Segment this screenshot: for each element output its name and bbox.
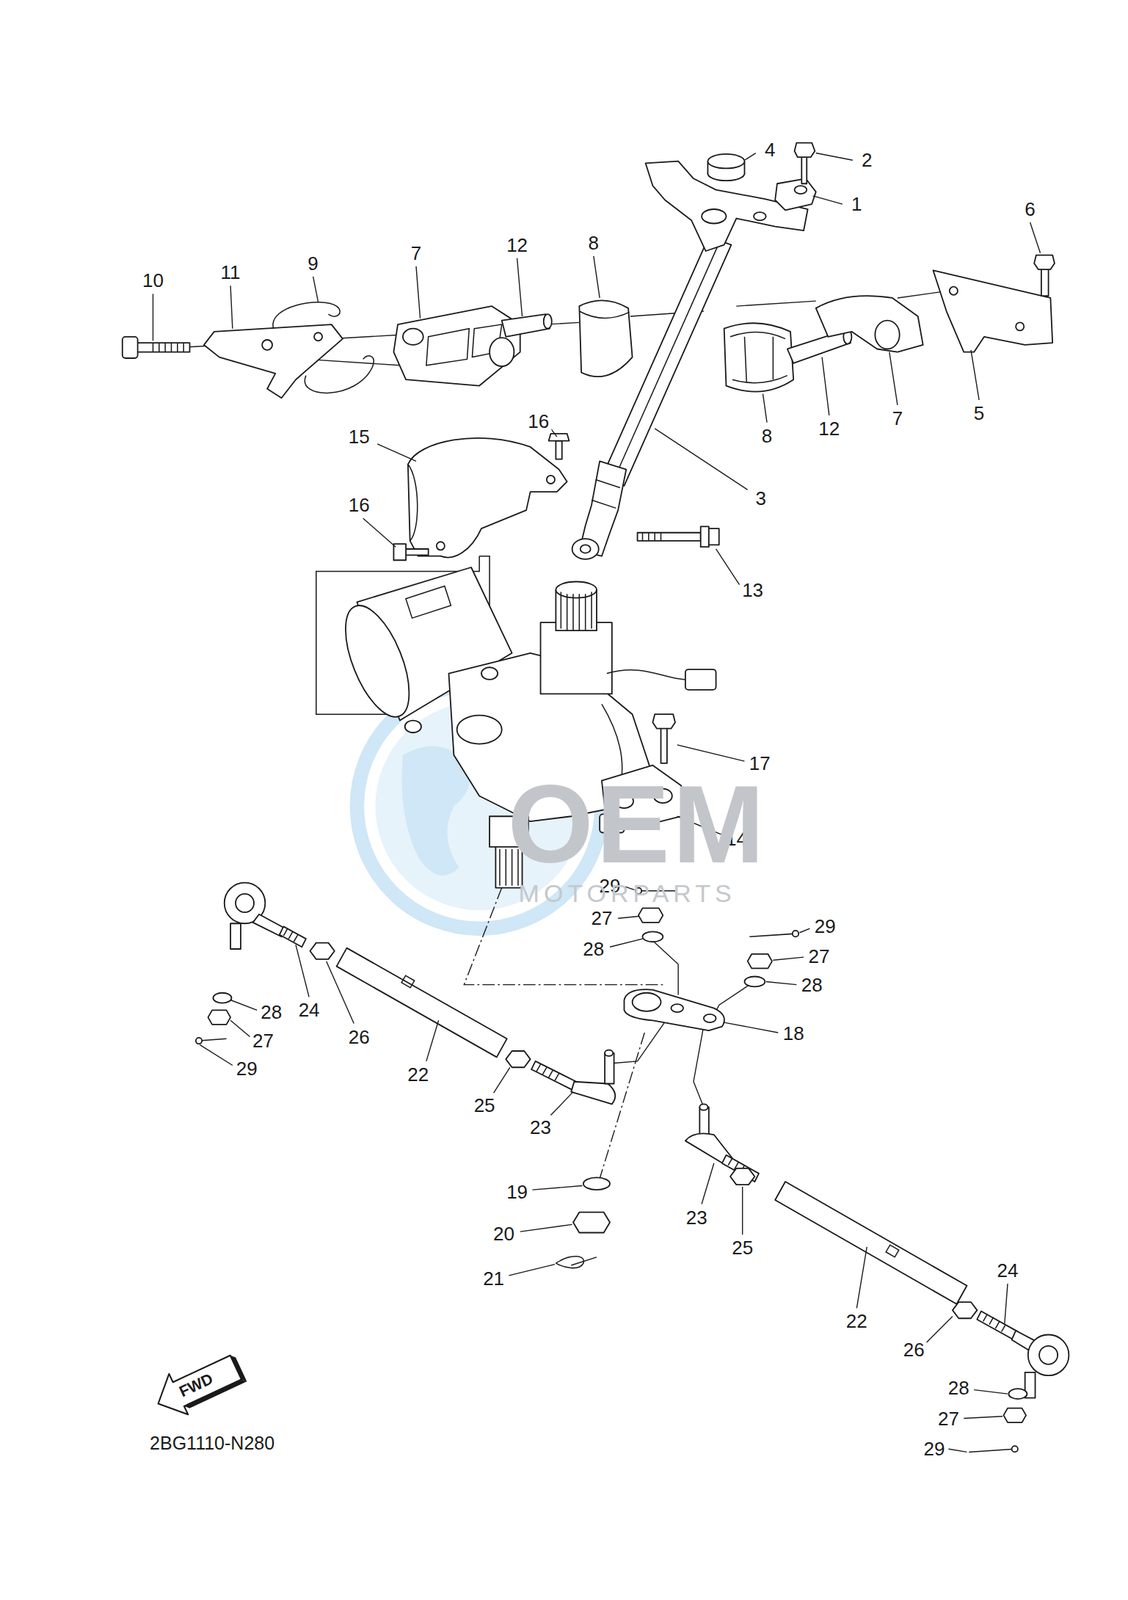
watermark-text: MOTORPARTS [518,879,737,908]
callout-number: 1 [849,193,864,216]
callout-number: 13 [739,579,766,601]
callout-number: 29 [921,1438,948,1460]
callout-number: 4 [762,139,778,161]
diagram-code: 2BG1110-N280 [147,1434,277,1455]
callout-number: 2 [859,149,875,171]
callout-number: 27 [935,1407,962,1429]
callout-number: 11 [218,262,243,284]
callout-number: 28 [945,1377,972,1399]
callout-number: 12 [504,234,530,256]
callout-number: 27 [588,907,615,930]
callout-number: 7 [890,408,905,430]
callout-number: 21 [480,1268,507,1290]
callout-number: 24 [995,1260,1021,1282]
callout-number: 16 [525,410,552,433]
callout-number: 29 [812,915,839,938]
steering-column [572,161,809,560]
leader-lines [152,153,1040,1453]
callout-number: 26 [901,1339,927,1361]
right-clamp-group [724,255,1055,392]
callout-number: 5 [971,402,987,425]
callout-number: 8 [759,424,775,447]
callout-number: 25 [471,1094,498,1116]
callout-number: 6 [1022,198,1037,221]
callout-number: 28 [580,938,607,960]
pitman-arm [555,888,799,1269]
callout-number: 20 [490,1223,517,1245]
callout-number: 26 [346,1025,373,1048]
assembly-lines [188,290,1046,1179]
callout-number: 15 [346,426,373,448]
callout-number: 29 [234,1057,260,1079]
callout-number: 22 [843,1310,870,1333]
callout-number: 28 [258,1001,285,1024]
callout-number: 19 [504,1181,530,1203]
callout-number: 27 [250,1030,276,1052]
callout-number: 10 [140,270,166,292]
callout-number: 24 [296,999,323,1021]
callout-number: 12 [816,418,842,440]
forward-arrow [148,1345,250,1424]
callout-number: 23 [527,1116,554,1139]
callout-number: 23 [683,1206,710,1228]
callout-number: 3 [752,487,768,509]
callout-number: 25 [729,1237,756,1259]
callout-number: 27 [805,945,832,967]
callout-number: 8 [586,232,602,254]
callout-number: 16 [346,494,373,516]
right-tie-rod [685,1103,1070,1452]
motor-cover [393,433,569,560]
callout-number: 28 [799,973,825,996]
callout-number: 7 [408,242,424,265]
callout-number: 9 [305,252,320,274]
left-clamp-group [122,300,633,398]
watermark-text: OEM [507,763,768,886]
direction-label: FWD [176,1369,216,1400]
callout-number: 22 [405,1064,431,1086]
left-tie-rod [195,882,616,1105]
callout-number: 18 [780,1023,807,1045]
